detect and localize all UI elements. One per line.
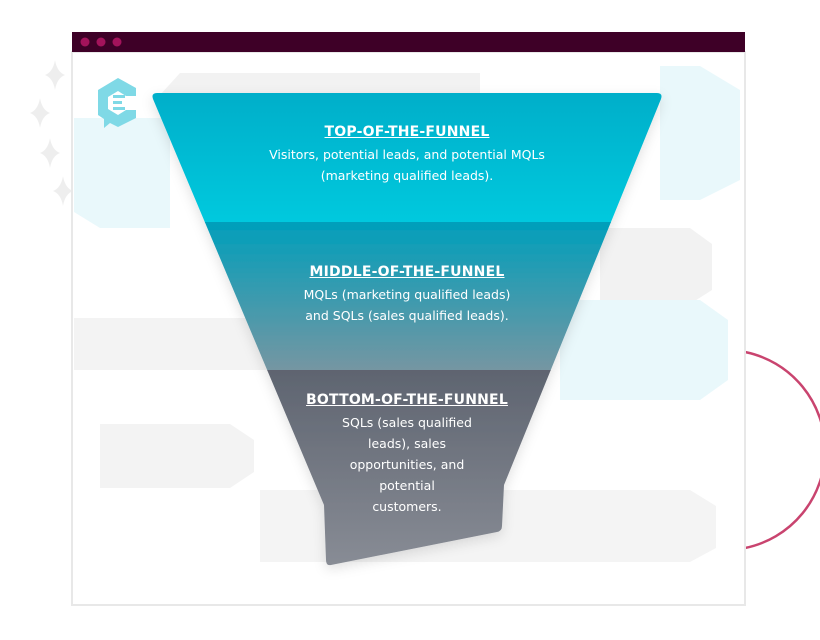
bottom-line: SQLs (sales qualified [342,415,472,430]
window-title-bar [72,32,745,52]
funnel-middle-text: MIDDLE-OF-THE-FUNNEL MQLs (marketing qua… [257,264,557,326]
window-dot [96,37,106,47]
window-dot [80,37,90,47]
middle-title: MIDDLE-OF-THE-FUNNEL [309,264,505,280]
middle-line: and SQLs (sales qualified leads). [305,308,509,323]
top-line: Visitors, potential leads, and potential… [269,147,545,162]
decorative-arc [744,350,820,550]
sparkle-icon [30,98,50,128]
bottom-title: BOTTOM-OF-THE-FUNNEL [306,392,508,408]
bottom-line: opportunities, and [349,457,465,472]
bottom-line: leads), sales [368,436,446,451]
bottom-line: customers. [372,499,442,514]
funnel-top-text: TOP-OF-THE-FUNNEL Visitors, potential le… [207,124,607,186]
top-title: TOP-OF-THE-FUNNEL [324,124,490,140]
funnel-top-section [152,93,662,223]
sparkle-icons [30,60,73,206]
sparkle-icon [40,138,60,168]
bottom-line: potential [379,478,435,493]
funnel-bottom-text: BOTTOM-OF-THE-FUNNEL SQLs (sales qualifi… [282,392,532,517]
window-dot [112,37,122,47]
sparkle-icon [53,176,73,206]
sparkle-icon [45,60,65,90]
c-chat-logo [98,78,136,128]
top-line: (marketing qualified leads). [320,168,494,183]
middle-line: MQLs (marketing qualified leads) [303,287,511,302]
